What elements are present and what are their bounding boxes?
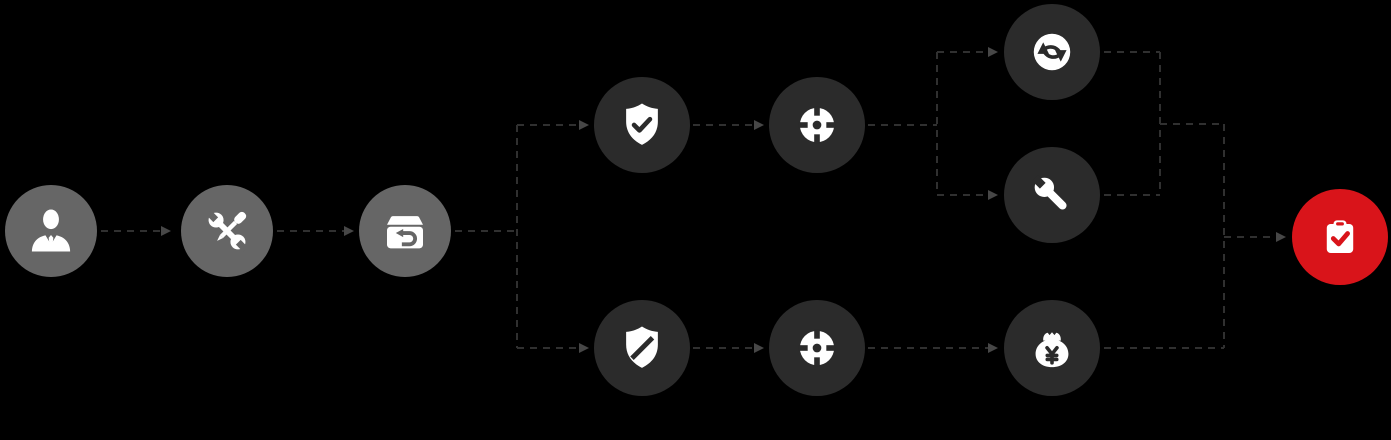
shield-slash-icon	[626, 326, 658, 368]
money-bag-yen-icon	[1035, 332, 1069, 368]
node-inspection-top	[769, 77, 865, 173]
sync-icon	[1033, 33, 1071, 71]
node-completed	[1292, 189, 1388, 285]
node-out-of-warranty	[594, 300, 690, 396]
shield-check-icon	[626, 103, 658, 145]
node-exchange	[1004, 4, 1100, 100]
target-icon	[798, 106, 836, 144]
clipboard-check-icon	[1326, 220, 1354, 254]
wrench-icon	[1032, 175, 1067, 210]
user-icon	[31, 209, 71, 252]
node-customer	[5, 185, 97, 277]
node-return-package	[359, 185, 451, 277]
node-repair	[1004, 147, 1100, 243]
node-refund	[1004, 300, 1100, 396]
edge-inspection-branch	[868, 52, 938, 195]
node-inspection-bottom	[769, 300, 865, 396]
return-box-icon	[387, 216, 423, 249]
target-icon	[798, 329, 836, 367]
node-service-tools	[181, 185, 273, 277]
tools-icon	[206, 210, 248, 252]
node-in-warranty	[594, 77, 690, 173]
edge-merge	[1104, 51, 1225, 349]
edge-return-branch	[455, 125, 518, 348]
